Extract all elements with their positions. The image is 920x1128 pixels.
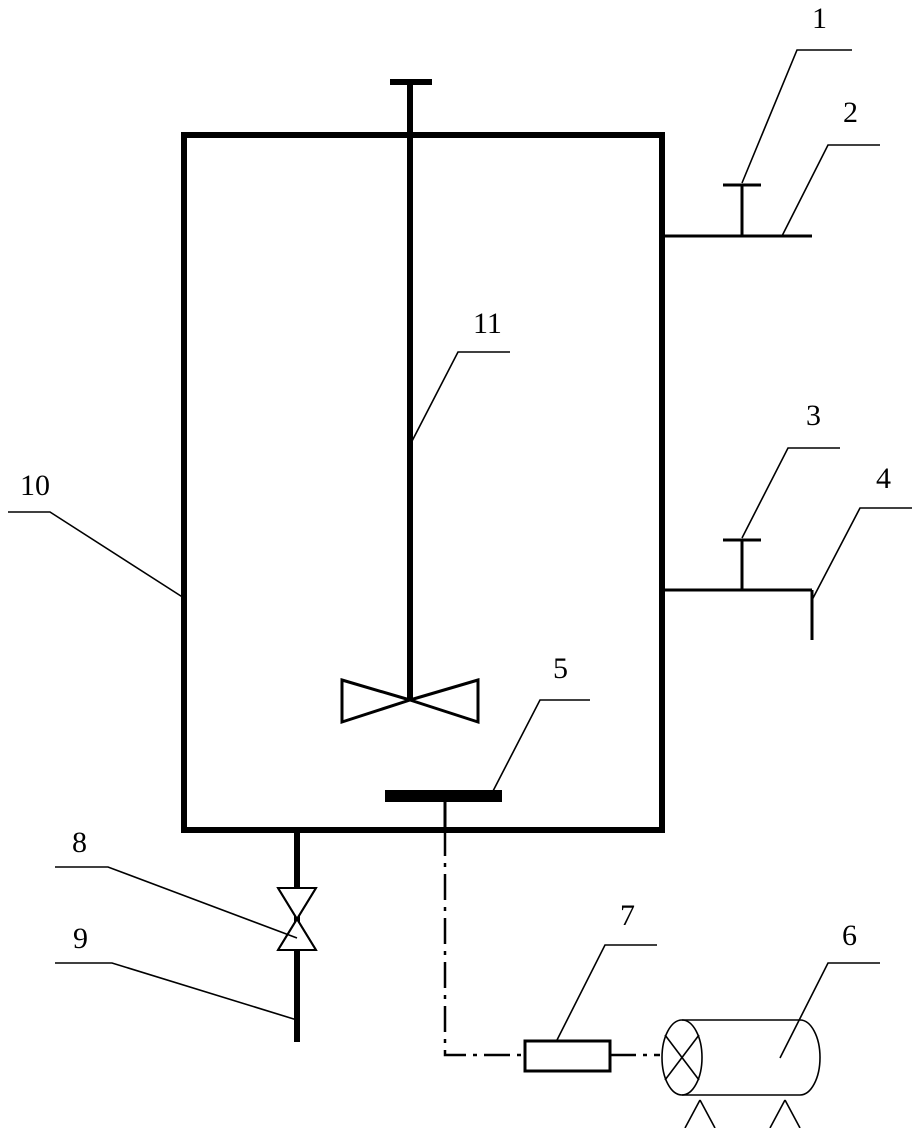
label-8: 8 (72, 826, 87, 859)
label-7: 7 (620, 899, 635, 932)
motor-6 (661, 1019, 821, 1128)
label-11: 11 (473, 307, 502, 340)
component-7 (523, 1039, 612, 1073)
label-6: 6 (842, 919, 857, 952)
stirrer (340, 79, 480, 725)
leader-lines (8, 49, 912, 1059)
impeller-blades-right (404, 677, 480, 725)
label-1: 1 (812, 2, 827, 35)
lower-side-pipe (662, 538, 814, 640)
label-9: 9 (73, 922, 88, 955)
impeller-blades (340, 677, 416, 725)
drain-pipe (276, 830, 318, 1042)
label-10: 10 (20, 469, 50, 502)
label-2: 2 (843, 96, 858, 129)
label-3: 3 (806, 399, 821, 432)
label-4: 4 (876, 462, 891, 495)
upper-side-pipe (662, 183, 812, 238)
vessel-body (181, 132, 665, 833)
label-5: 5 (553, 652, 568, 685)
control-line (443, 830, 660, 1057)
